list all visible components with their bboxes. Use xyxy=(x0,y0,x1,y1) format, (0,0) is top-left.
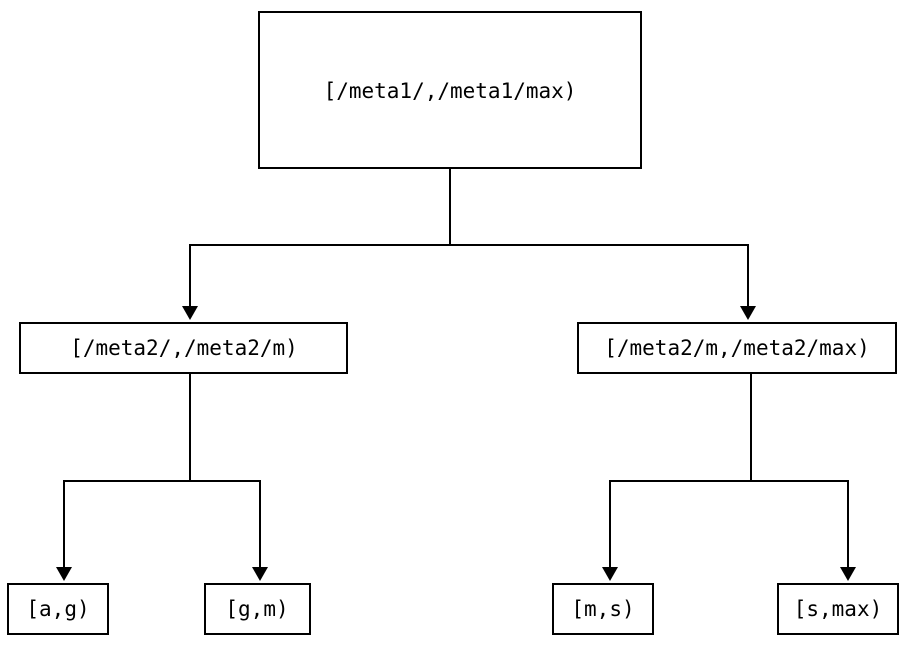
node-mid-right-box[interactable] xyxy=(577,322,897,374)
node-leaf-g-m-label: [g,m) xyxy=(225,597,288,621)
node-leaf-m-s[interactable]: [m,s) xyxy=(552,583,654,635)
node-mid-left-box[interactable] xyxy=(19,322,348,374)
node-leaf-a-g-box[interactable] xyxy=(7,583,109,635)
arrowhead-icon xyxy=(602,567,618,581)
node-leaf-s-max-label: [s,max) xyxy=(794,597,883,621)
node-leaf-a-g[interactable]: [a,g) xyxy=(7,583,109,635)
node-mid-left-label: [/meta2/,/meta2/m) xyxy=(70,336,298,360)
connector-path xyxy=(188,168,452,306)
connector-path xyxy=(188,373,262,567)
connector-path xyxy=(749,373,850,567)
node-mid-right-label: [/meta2/m,/meta2/max) xyxy=(604,336,870,360)
connector-root-to-mid-left xyxy=(182,168,452,320)
node-leaf-g-m-box[interactable] xyxy=(204,583,311,635)
connector-path xyxy=(448,168,750,306)
node-leaf-m-s-label: [m,s) xyxy=(571,597,634,621)
connector-mid-left-to-leaf-2 xyxy=(188,373,268,581)
node-mid-right[interactable]: [/meta2/m,/meta2/max) xyxy=(577,322,897,374)
connector-path xyxy=(608,373,753,567)
node-leaf-m-s-box[interactable] xyxy=(552,583,654,635)
arrowhead-icon xyxy=(56,567,72,581)
connector-root-to-mid-right xyxy=(448,168,756,320)
node-leaf-s-max[interactable]: [s,max) xyxy=(777,583,899,635)
arrowhead-icon xyxy=(840,567,856,581)
node-leaf-g-m[interactable]: [g,m) xyxy=(204,583,311,635)
connector-mid-right-to-leaf-3 xyxy=(602,373,753,581)
node-mid-left[interactable]: [/meta2/,/meta2/m) xyxy=(19,322,348,374)
connector-mid-right-to-leaf-4 xyxy=(749,373,856,581)
connector-mid-left-to-leaf-1 xyxy=(56,373,192,581)
node-root-box[interactable] xyxy=(258,11,642,169)
node-root-label: [/meta1/,/meta1/max) xyxy=(324,79,577,103)
node-leaf-a-g-label: [a,g) xyxy=(26,597,89,621)
arrowhead-icon xyxy=(252,567,268,581)
node-layer: [/meta1/,/meta1/max) [/meta2/,/meta2/m) … xyxy=(7,11,899,635)
edge-layer xyxy=(56,168,856,581)
arrowhead-icon xyxy=(740,306,756,320)
node-root[interactable]: [/meta1/,/meta1/max) xyxy=(258,11,642,169)
connector-path xyxy=(62,373,192,567)
node-leaf-s-max-box[interactable] xyxy=(777,583,899,635)
arrowhead-icon xyxy=(182,306,198,320)
